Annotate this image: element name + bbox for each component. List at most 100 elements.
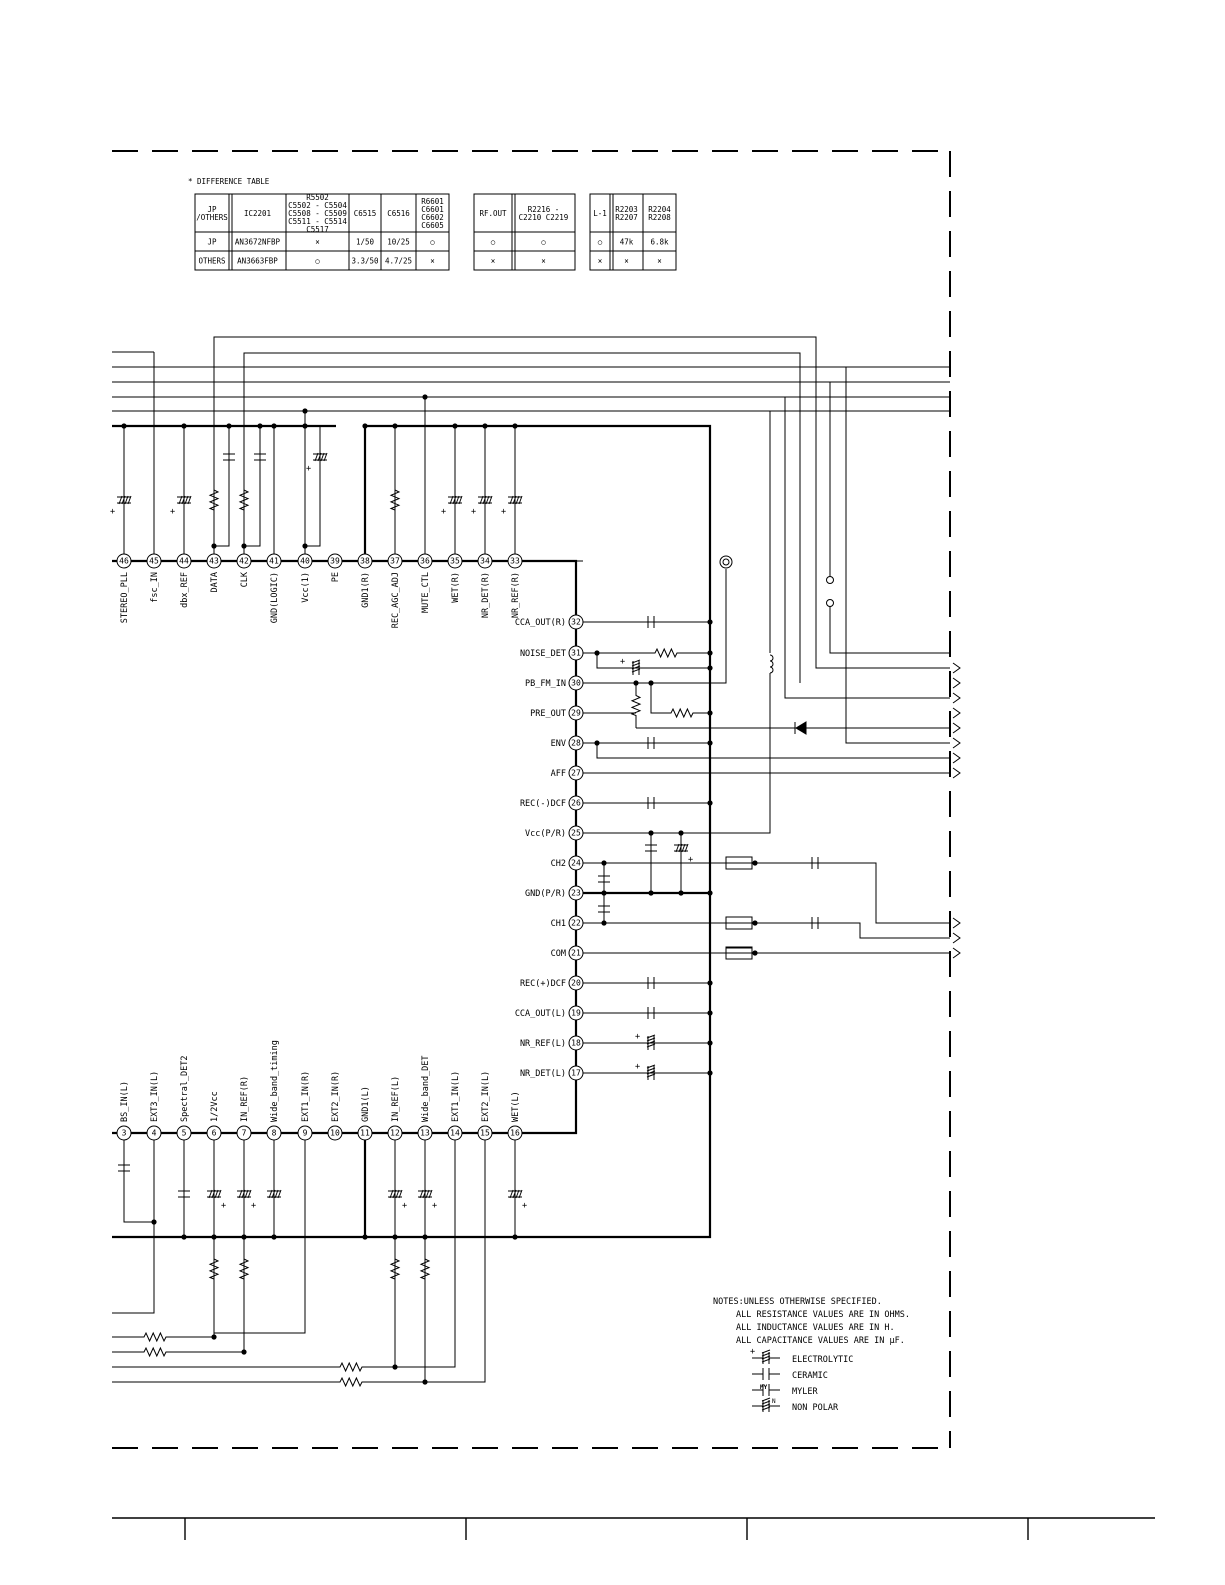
electrolytic-hatch bbox=[178, 495, 183, 505]
test-point-ring bbox=[722, 558, 730, 566]
pin-number: 27 bbox=[571, 769, 581, 778]
electrolytic-hatch bbox=[398, 1189, 403, 1199]
wire bbox=[213, 336, 950, 669]
pin-circle bbox=[568, 915, 584, 931]
pin-number: 13 bbox=[420, 1129, 430, 1138]
junction-dot bbox=[211, 1234, 217, 1240]
electrolytic-hatch bbox=[482, 495, 487, 505]
diode bbox=[795, 721, 807, 735]
pin-circle bbox=[568, 705, 584, 721]
junction-dot bbox=[707, 740, 713, 746]
pin-number: 4 bbox=[152, 1129, 157, 1138]
pin-circle bbox=[176, 1125, 192, 1141]
legend-electrolytic-label: ELECTROLYTIC bbox=[792, 1355, 853, 1365]
plus-sign: + bbox=[635, 1032, 640, 1042]
pin-circle bbox=[357, 553, 373, 569]
pin-4: 4 bbox=[146, 1125, 162, 1141]
pin-40: 40 bbox=[297, 553, 313, 569]
wire bbox=[596, 743, 950, 759]
legend-symbol-electrolytic: + bbox=[750, 1347, 755, 1357]
wire bbox=[214, 1140, 306, 1334]
pin-circle bbox=[236, 553, 252, 569]
pin-circle bbox=[176, 553, 192, 569]
legend-myler-mark: MY bbox=[760, 1384, 768, 1391]
wire bbox=[123, 1140, 154, 1223]
resistor bbox=[140, 1346, 170, 1358]
plus-sign: + bbox=[620, 657, 625, 667]
resistor bbox=[668, 707, 696, 719]
pin-number: 18 bbox=[571, 1039, 581, 1048]
pin-label-18: NR_REF(L) bbox=[520, 1039, 566, 1049]
pin-number: 43 bbox=[209, 557, 219, 566]
pin-14: 14 bbox=[447, 1125, 463, 1141]
pin-circle bbox=[266, 553, 282, 569]
diff-table-ic-cell: ○ bbox=[315, 257, 320, 266]
electrolytic-hatch bbox=[274, 1189, 279, 1199]
electrolytic-hatch bbox=[121, 495, 126, 505]
pin-20: 20 bbox=[568, 975, 584, 991]
diff-table-rf-header: R2216 - bbox=[528, 205, 560, 214]
pin-number: 39 bbox=[330, 557, 340, 566]
pin-circle bbox=[387, 553, 403, 569]
diff-table-l1-cell: × bbox=[657, 257, 662, 266]
pin-label-31: NOISE_DET bbox=[520, 649, 566, 659]
notes: NOTES:UNLESS OTHERWISE SPECIFIED. ALL RE… bbox=[713, 1297, 910, 1346]
diff-table-l1-header: L-1 bbox=[593, 209, 607, 218]
pin-number: 17 bbox=[571, 1069, 581, 1078]
pin-number: 42 bbox=[239, 557, 249, 566]
connector-arrow bbox=[952, 947, 961, 959]
note-line-3: ALL INDUCTANCE VALUES ARE IN H. bbox=[736, 1323, 895, 1333]
wire bbox=[752, 862, 950, 924]
diff-table-ic-cell: 1/50 bbox=[356, 238, 375, 247]
pin-15: 15 bbox=[477, 1125, 493, 1141]
diff-table-ic-header: /OTHERS bbox=[196, 213, 228, 222]
diff-table-ic-cell: JP bbox=[207, 238, 217, 247]
wire bbox=[243, 352, 801, 683]
junction-dot bbox=[707, 619, 713, 625]
pin-number: 10 bbox=[330, 1129, 340, 1138]
pin-number: 29 bbox=[571, 709, 581, 718]
electrolytic-hatch bbox=[452, 495, 457, 505]
diff-table-ic-header: C6515 bbox=[354, 209, 377, 218]
pin-8: 8 bbox=[266, 1125, 282, 1141]
junction-dot bbox=[648, 890, 654, 896]
pin-label-7: IN_REF(R) bbox=[240, 1076, 250, 1122]
resistor bbox=[389, 480, 401, 520]
pin-label-11: GND1(L) bbox=[361, 1086, 371, 1122]
electrolytic-hatch bbox=[238, 1189, 243, 1199]
pin-number: 25 bbox=[571, 829, 581, 838]
electrolytic-hatch bbox=[323, 452, 328, 462]
connector-arrow bbox=[952, 767, 961, 779]
electrolytic-hatch bbox=[247, 1189, 252, 1199]
electrolytic-hatch bbox=[646, 1067, 656, 1072]
pin-circle bbox=[297, 1125, 313, 1141]
pin-label-42: CLK bbox=[240, 571, 250, 587]
pin-circle bbox=[116, 553, 132, 569]
pin-label-14: EXT1_IN(L) bbox=[451, 1071, 461, 1122]
pin-label-4: EXT3_IN(L) bbox=[150, 1071, 160, 1122]
electrolytic-hatch bbox=[127, 495, 132, 505]
pin-circle bbox=[568, 1005, 584, 1021]
pin-number: 34 bbox=[480, 557, 490, 566]
pin-circle bbox=[477, 1125, 493, 1141]
legend-symbol-electrolytic bbox=[761, 1349, 771, 1354]
junction-dot bbox=[302, 408, 308, 414]
junction-dot bbox=[392, 1364, 398, 1370]
pin-number: 14 bbox=[450, 1129, 460, 1138]
wire bbox=[752, 922, 950, 939]
connector-arrow bbox=[952, 932, 961, 944]
components: +++++++++++++++ bbox=[110, 452, 834, 1388]
legend-myler-label: MYLER bbox=[792, 1387, 818, 1397]
diff-table-ic-cell: OTHERS bbox=[198, 257, 226, 266]
pin-circle bbox=[507, 553, 523, 569]
resistor bbox=[336, 1361, 366, 1373]
pin-number: 30 bbox=[571, 679, 581, 688]
inductor bbox=[769, 660, 774, 668]
pin-circle bbox=[327, 553, 343, 569]
pin-29: 29 bbox=[568, 705, 584, 721]
electrolytic-hatch bbox=[512, 495, 517, 505]
pin-circle bbox=[568, 945, 584, 961]
pin-28: 28 bbox=[568, 735, 584, 751]
pin-number: 24 bbox=[571, 859, 581, 868]
pin-11: 11 bbox=[357, 1125, 373, 1141]
